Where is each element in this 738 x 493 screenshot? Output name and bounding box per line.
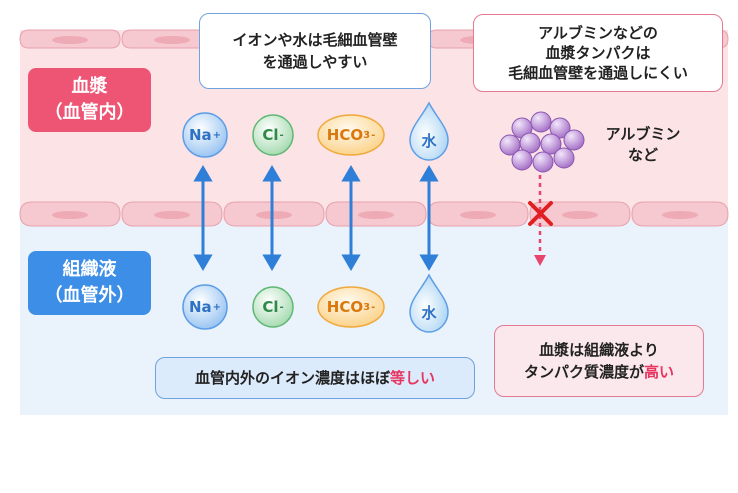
arrow-cl-head-top <box>262 165 282 182</box>
plasma-label-line2: （血管内） <box>44 102 135 123</box>
tissue-label-line2: （血管外） <box>44 285 135 306</box>
na-ion-shape-top <box>182 112 228 158</box>
hco3-ion-top-subscript: 3 <box>363 129 371 141</box>
arrow-hco3-head-bottom <box>341 254 361 271</box>
cl-ion-top: Cl- <box>253 121 293 149</box>
albumin-label-line2: など <box>627 146 658 164</box>
protein-callout-line2: タンパク質濃度が <box>523 363 644 381</box>
albumin-callout-line1: アルブミンなどの <box>538 24 658 42</box>
hco3-ion-shape-bottom <box>317 286 385 328</box>
tissue-label: 組織液 （血管外） <box>28 251 151 315</box>
water-bottom-label: 水 <box>421 303 437 322</box>
protein-callout: 血漿は組織液より タンパク質濃度が高い <box>494 325 704 397</box>
hco3-ion-top-charge: - <box>371 129 376 141</box>
arrow-water-head-top <box>419 165 439 182</box>
albumin-blocked-arrow-head <box>534 255 546 266</box>
cell-nucleus <box>52 36 88 44</box>
arrow-cl-head-bottom <box>262 254 282 271</box>
cl-ion-shape-bottom <box>252 286 294 328</box>
albumin-cluster <box>499 111 585 173</box>
na-ion-bottom: Na+ <box>183 293 227 321</box>
arrow-hco3-head-top <box>341 165 361 182</box>
cl-ion-bottom-symbol: Cl <box>262 298 279 316</box>
na-ion-bottom-symbol: Na <box>188 298 212 316</box>
cross-icon <box>528 201 553 226</box>
na-ion-top: Na+ <box>183 121 227 149</box>
albumin-callout-line2: 血漿タンパクは <box>545 44 651 62</box>
cell-nucleus <box>358 211 394 219</box>
na-ion-top-charge: + <box>212 129 222 141</box>
cl-ion-bottom: Cl- <box>253 293 293 321</box>
hco3-ion-bottom-symbol: HCO <box>326 298 364 316</box>
albumin-label-line1: アルブミン <box>605 125 681 143</box>
na-ion-bottom-charge: + <box>212 301 222 313</box>
cell-nucleus <box>154 211 190 219</box>
albumin-callout: アルブミンなどの 血漿タンパクは 毛細血管壁を通過しにくい <box>473 14 723 92</box>
albumin-callout-line3: 毛細血管壁を通過しにくい <box>508 64 688 82</box>
plasma-label: 血漿 （血管内） <box>28 68 151 132</box>
water-top-label: 水 <box>421 131 437 150</box>
cell-nucleus <box>256 211 292 219</box>
permeable-callout-line1: イオンや水は毛細血管壁 <box>232 31 398 49</box>
plasma-label-line1: 血漿 <box>71 76 108 97</box>
arrow-na-head-top <box>193 165 213 182</box>
water-drop-shape-bottom <box>409 273 449 333</box>
equal-text: 血管内外のイオン濃度はほぼ <box>194 369 390 387</box>
permeable-callout: イオンや水は毛細血管壁 を通過しやすい <box>199 13 431 89</box>
cell-nucleus <box>662 211 698 219</box>
arrow-na-head-bottom <box>193 254 213 271</box>
na-ion-top-symbol: Na <box>188 126 212 144</box>
arrow-water-head-bottom <box>419 254 439 271</box>
ion-flow-arrows <box>193 165 439 271</box>
water-drop-shape-top <box>409 101 449 161</box>
equal-highlight: 等しい <box>390 369 436 387</box>
permeable-callout-line2: を通過しやすい <box>262 53 368 71</box>
protein-callout-line1: 血漿は組織液より <box>539 341 659 359</box>
cl-ion-bottom-charge: - <box>279 301 284 313</box>
hco3-ion-bottom-charge: - <box>371 301 376 313</box>
hco3-ion-shape-top <box>317 114 385 156</box>
cell-nucleus <box>52 211 88 219</box>
hco3-ion-bottom-subscript: 3 <box>363 301 371 313</box>
water-top: 水 <box>413 126 445 154</box>
cl-ion-top-charge: - <box>279 129 284 141</box>
albumin-label: アルブミン など <box>598 124 688 166</box>
tissue-label-line1: 組織液 <box>62 259 117 280</box>
protein-callout-highlight: 高い <box>644 363 675 381</box>
cl-ion-shape-top <box>252 114 294 156</box>
cell-nucleus <box>562 211 598 219</box>
cell-nucleus <box>460 211 496 219</box>
hco3-ion-top-symbol: HCO <box>326 126 364 144</box>
na-ion-shape-bottom <box>182 284 228 330</box>
water-bottom: 水 <box>413 298 445 326</box>
cell-nucleus <box>154 36 190 44</box>
equal-concentration-callout: 血管内外のイオン濃度はほぼ等しい <box>155 357 475 399</box>
cl-ion-top-symbol: Cl <box>262 126 279 144</box>
